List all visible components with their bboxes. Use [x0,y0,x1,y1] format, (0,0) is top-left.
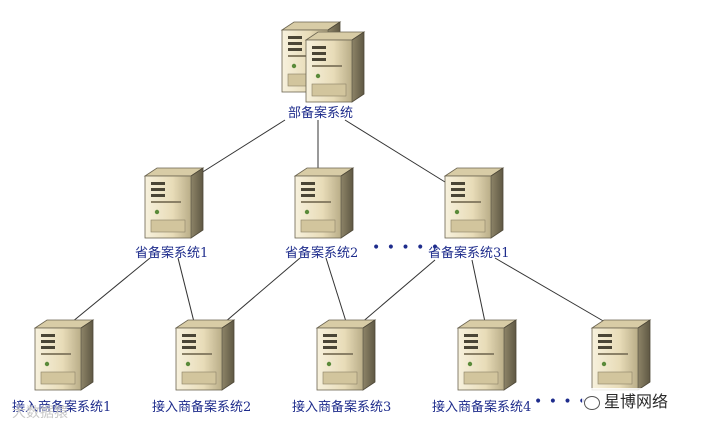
edge-p2-a3 [325,257,349,329]
edge-root-province1 [189,119,286,181]
edge-p2-a2 [217,257,301,329]
wechat-icon [584,395,600,410]
edge-root-province31 [344,119,446,183]
root-server-icon-front [305,31,365,103]
access5-server-icon [591,319,651,391]
access3-server-icon [316,319,376,391]
province-ellipsis: • • • • • [372,240,441,256]
access1-label: 接入商备案系统1 [12,400,112,415]
access4-server-icon [457,319,517,391]
edge-p31-a5 [494,257,606,323]
watermark-left: 大数据猿 [12,405,68,421]
access4-label: 接入商备案系统4 [432,400,532,415]
root-label: 部备案系统 [288,106,354,121]
edge-p1-a1 [71,257,151,323]
access-ellipsis: • • • • [534,394,588,410]
watermark-right-text: 星博网络 [604,392,669,411]
edge-p31-a4 [471,259,486,323]
access2-server-icon [175,319,235,391]
access2-label: 接入商备案系统2 [152,400,252,415]
access3-label: 接入商备案系统3 [292,400,392,415]
province31-server-icon [444,167,504,239]
province2-server-icon [294,167,354,239]
access1-server-icon [34,319,94,391]
edge-p31-a3 [359,259,436,325]
edge-p1-a2 [177,257,197,331]
watermark-right: 星博网络 [582,388,671,412]
province1-server-icon [144,167,204,239]
province1-label: 省备案系统1 [135,246,209,261]
province2-label: 省备案系统2 [285,246,359,261]
province31-label: 省备案系统31 [428,246,510,261]
